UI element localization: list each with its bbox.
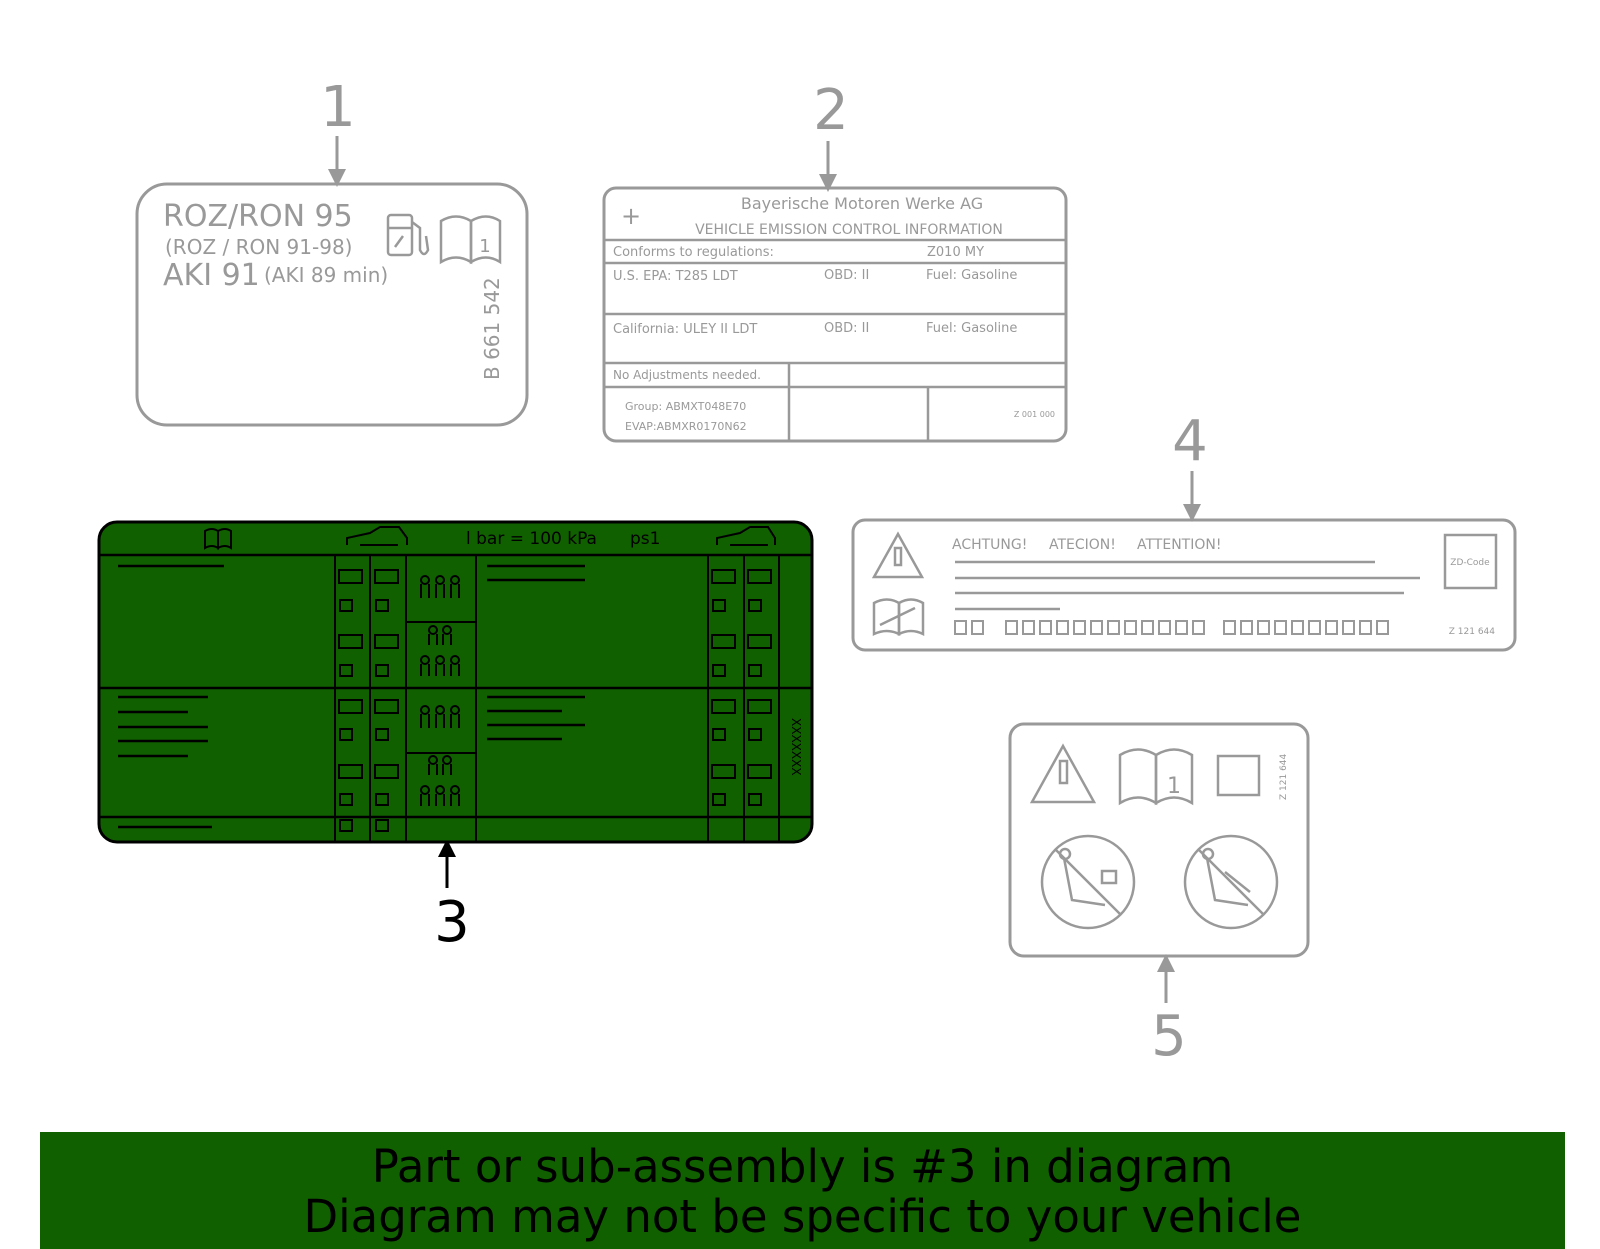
warning-code-boxes <box>954 620 1389 635</box>
warning-triangle-icon <box>1029 743 1097 804</box>
zd-code-text: ZD-Code <box>1450 558 1490 568</box>
svg-text:1: 1 <box>1167 774 1181 799</box>
emission-fuel-1: Fuel: Gasoline <box>926 268 1017 283</box>
passenger-occupancy-icon <box>420 575 460 806</box>
banner-line-part: Part or sub-assembly is #3 in diagram <box>371 1140 1234 1193</box>
emission-plus-mark: + <box>621 202 641 230</box>
emission-code: Z 001 000 <box>1014 410 1055 419</box>
banner-line-disclaimer: Diagram may not be specific to your vehi… <box>303 1190 1302 1243</box>
callout-5: 5 <box>1151 1004 1187 1069</box>
car-front-icon <box>346 526 408 546</box>
tire-label-left-text-lines <box>118 564 585 829</box>
airbag-label-code: Z 121 644 <box>1279 753 1289 800</box>
fuel-label-part-number: B 661 542 <box>480 277 504 380</box>
no-child-seat-icon <box>1183 834 1279 930</box>
callout-3: 3 <box>434 890 470 955</box>
manual-book-icon: 1 <box>1118 748 1194 806</box>
pressure-unit-text: ps1 <box>630 529 660 549</box>
fuel-aki-text: AKI 91 <box>163 258 260 293</box>
manual-book-icon <box>204 528 232 550</box>
car-rear-icon <box>716 526 776 546</box>
pressure-conversion-text: l bar = 100 kPa <box>466 529 597 549</box>
svg-text:1: 1 <box>479 236 490 257</box>
warning-label-code: Z 121 644 <box>1449 627 1496 637</box>
fuel-aki-min-text: (AKI 89 min) <box>264 263 388 287</box>
emission-epa: U.S. EPA: T285 LDT <box>613 269 738 284</box>
emission-conforms: Conforms to regulations: <box>613 245 774 260</box>
fuel-octane-text: ROZ/RON 95 <box>163 199 353 234</box>
callout-2: 2 <box>813 78 849 143</box>
manual-book-icon: 1 <box>439 215 502 265</box>
fuel-label: ROZ/RON 95 (ROZ / RON 91-98) AKI 91 (AKI… <box>135 182 529 427</box>
warning-text-de: ACHTUNG! <box>952 537 1027 553</box>
zd-code-box <box>1443 533 1498 590</box>
emission-group: Group: ABMXT048E70 <box>625 400 746 413</box>
emission-model-year: Z010 MY <box>927 245 984 260</box>
emission-california: California: ULEY II LDT <box>613 322 757 337</box>
no-child-seat-icon <box>1040 834 1136 930</box>
callout-1: 1 <box>320 75 356 140</box>
warning-label: ACHTUNG! ATECION! ATTENTION! ZD-Code Z 1… <box>851 518 1517 652</box>
service-manual-icon <box>872 598 925 637</box>
pressure-value-boxes <box>338 569 772 832</box>
warning-triangle-icon <box>871 531 925 579</box>
emission-label: + Bayerische Motoren Werke AG VEHICLE EM… <box>602 186 1068 443</box>
airbag-warning-label: 1 Z 121 644 <box>1008 722 1310 958</box>
emission-title: VEHICLE EMISSION CONTROL INFORMATION <box>695 222 1003 238</box>
callout-4: 4 <box>1172 409 1208 474</box>
emission-fuel-2: Fuel: Gasoline <box>926 321 1017 336</box>
emission-obd-1: OBD: II <box>824 268 869 283</box>
emission-company: Bayerische Motoren Werke AG <box>741 194 983 213</box>
warning-text-es: ATECION! <box>1049 537 1116 553</box>
diagram-note-banner: Part or sub-assembly is #3 in diagram Di… <box>40 1132 1565 1249</box>
warning-text-en: ATTENTION! <box>1137 537 1221 553</box>
blank-square-icon <box>1216 754 1261 797</box>
emission-adjust: No Adjustments needed. <box>613 368 761 382</box>
emission-evap: EVAP:ABMXR0170N62 <box>625 420 747 433</box>
tire-pressure-label: l bar = 100 kPa ps1 <box>97 520 814 844</box>
fuel-octane-range-text: (ROZ / RON 91-98) <box>165 235 352 259</box>
emission-obd-2: OBD: II <box>824 321 869 336</box>
tire-label-code: XXXXXXX <box>789 718 803 776</box>
fuel-pump-icon <box>386 213 430 257</box>
